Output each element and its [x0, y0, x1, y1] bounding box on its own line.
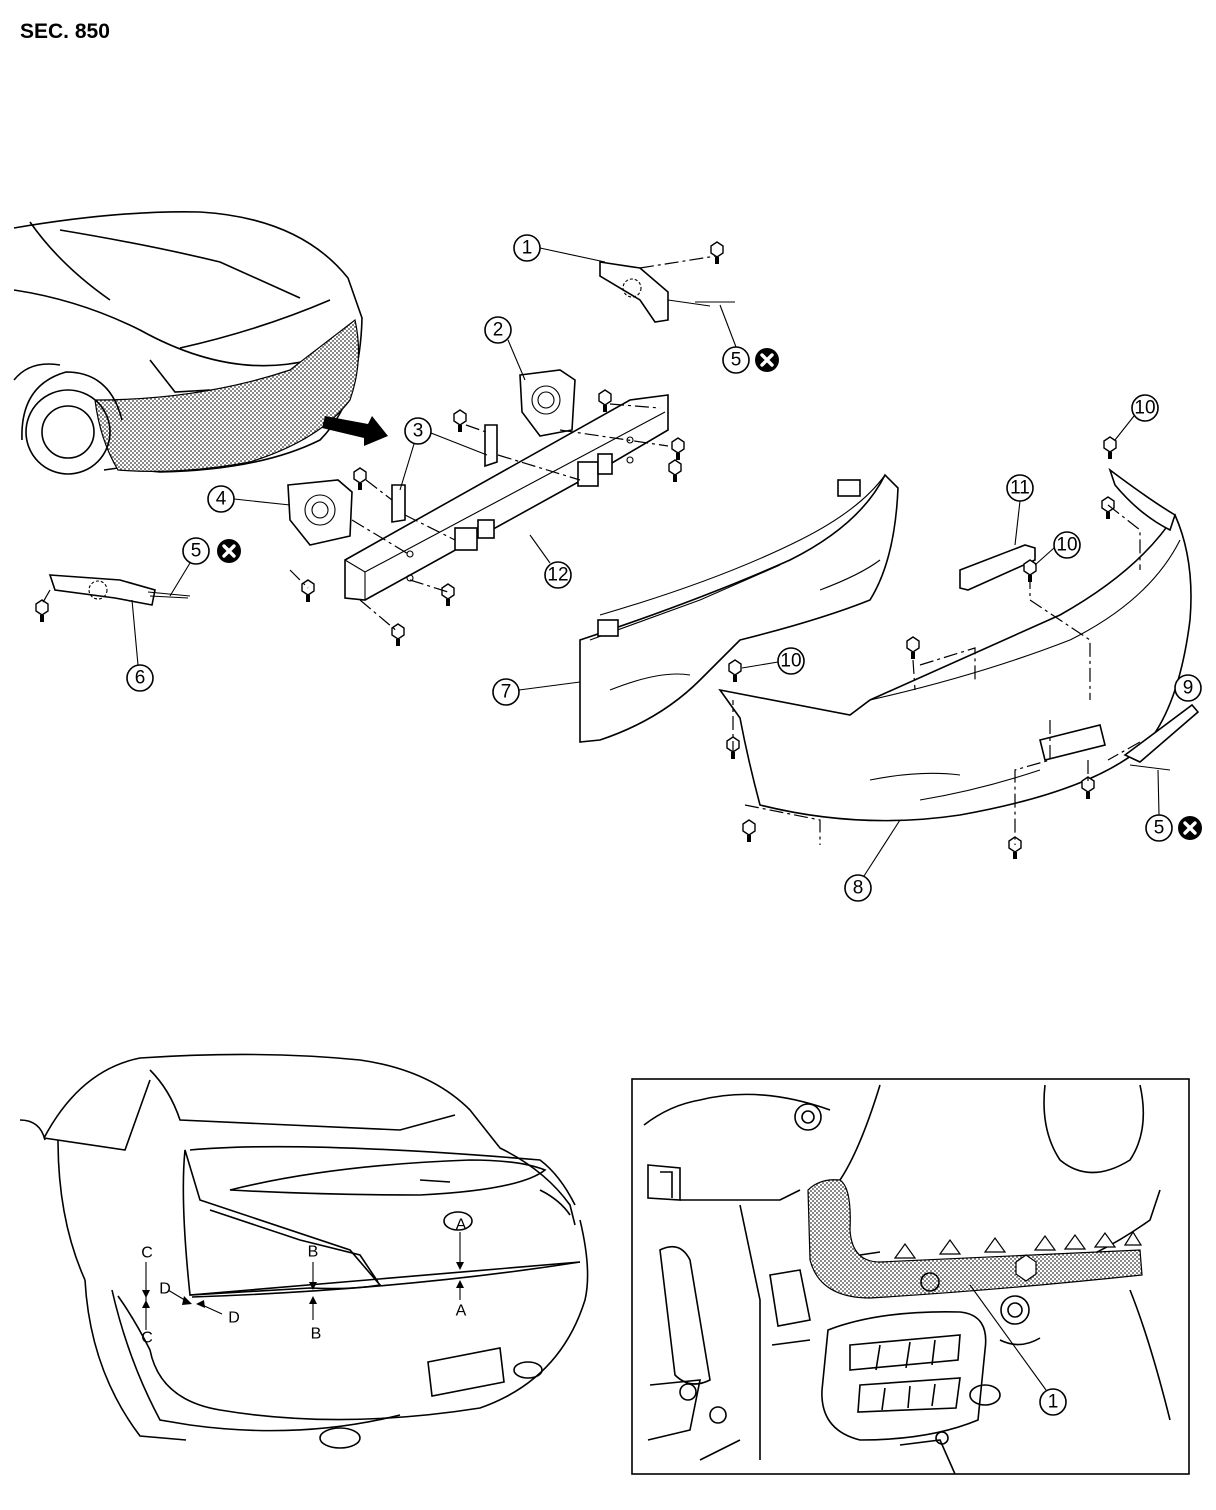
callout-5-top: 5 [722, 346, 750, 374]
gap-label-a-top: A [456, 1217, 467, 1234]
dashed-leaders-upper [289, 403, 669, 633]
callout-10-mid: 10 [1053, 531, 1081, 559]
bracket-3-left [391, 484, 406, 523]
svg-text:9: 9 [1183, 678, 1194, 699]
section-label: SEC. 850 [20, 20, 110, 43]
callout-6: 6 [126, 664, 154, 692]
pin-5-right [1129, 764, 1171, 771]
dashed-leaders-lower [732, 504, 1141, 845]
energy-absorber-7 [579, 473, 899, 743]
svg-text:6: 6 [135, 668, 146, 689]
gap-label-c-top: C [141, 1245, 153, 1262]
leader-1-inset [969, 1284, 1047, 1391]
svg-text:5: 5 [191, 541, 202, 562]
callout-1-inset: 1 [1039, 1388, 1067, 1416]
do-not-reuse-icon [215, 537, 243, 565]
gap-label-d-left: D [159, 1281, 171, 1298]
svg-text:10: 10 [780, 651, 801, 672]
svg-text:12: 12 [547, 565, 568, 586]
gap-label-a-bottom: A [456, 1303, 467, 1320]
svg-text:8: 8 [853, 878, 864, 899]
callout-1-top: 1 [513, 234, 541, 262]
callout-11: 11 [1006, 474, 1034, 502]
svg-text:7: 7 [501, 682, 512, 703]
svg-text:11: 11 [1010, 478, 1030, 499]
bracket-3-right [484, 424, 498, 468]
car-gap-illustration [19, 1053, 589, 1449]
svg-text:10: 10 [1056, 535, 1077, 556]
direction-arrow [322, 416, 388, 446]
callout-10-top: 10 [1131, 394, 1159, 422]
bumper-stay-4 [287, 479, 353, 546]
callout-7: 7 [492, 678, 520, 706]
svg-text:4: 4 [216, 489, 227, 510]
callout-5-right: 5 [1145, 814, 1173, 842]
car-rear-illustration [13, 211, 363, 475]
svg-text:1: 1 [1048, 1392, 1059, 1413]
callout-10-low: 10 [777, 647, 805, 675]
svg-text:1: 1 [522, 238, 533, 259]
gap-markers [142, 1232, 464, 1330]
svg-text:3: 3 [413, 421, 424, 442]
bumper-side-seal [807, 1179, 1143, 1299]
bracket-9 [1123, 703, 1200, 763]
svg-text:10: 10 [1134, 398, 1155, 419]
bumper-fascia-8 [718, 467, 1192, 822]
svg-text:5: 5 [731, 350, 742, 371]
callout-4: 4 [207, 485, 235, 513]
callout-9: 9 [1174, 674, 1202, 702]
gap-label-b-bottom: B [311, 1326, 322, 1343]
bumper-reinforcement [344, 394, 669, 601]
callout-2: 2 [484, 316, 512, 344]
gap-label-c-bottom: C [141, 1330, 153, 1347]
svg-text:2: 2 [493, 320, 504, 341]
do-not-reuse-icon [1176, 814, 1204, 842]
side-bracket-1 [599, 241, 724, 323]
svg-text:5: 5 [1154, 818, 1165, 839]
bumper-stay-2 [519, 369, 576, 437]
pin-5-left [149, 595, 189, 599]
gap-label-b-top: B [308, 1244, 319, 1261]
detail-inset [631, 1078, 1190, 1475]
bracket-11 [959, 544, 1036, 591]
callout-5-left: 5 [182, 537, 210, 565]
gap-label-d-right: D [228, 1310, 240, 1327]
callout-12: 12 [544, 561, 572, 589]
side-bracket-6 [35, 574, 191, 623]
callout-8: 8 [844, 874, 872, 902]
do-not-reuse-icon [753, 346, 781, 374]
callout-3: 3 [404, 417, 432, 445]
